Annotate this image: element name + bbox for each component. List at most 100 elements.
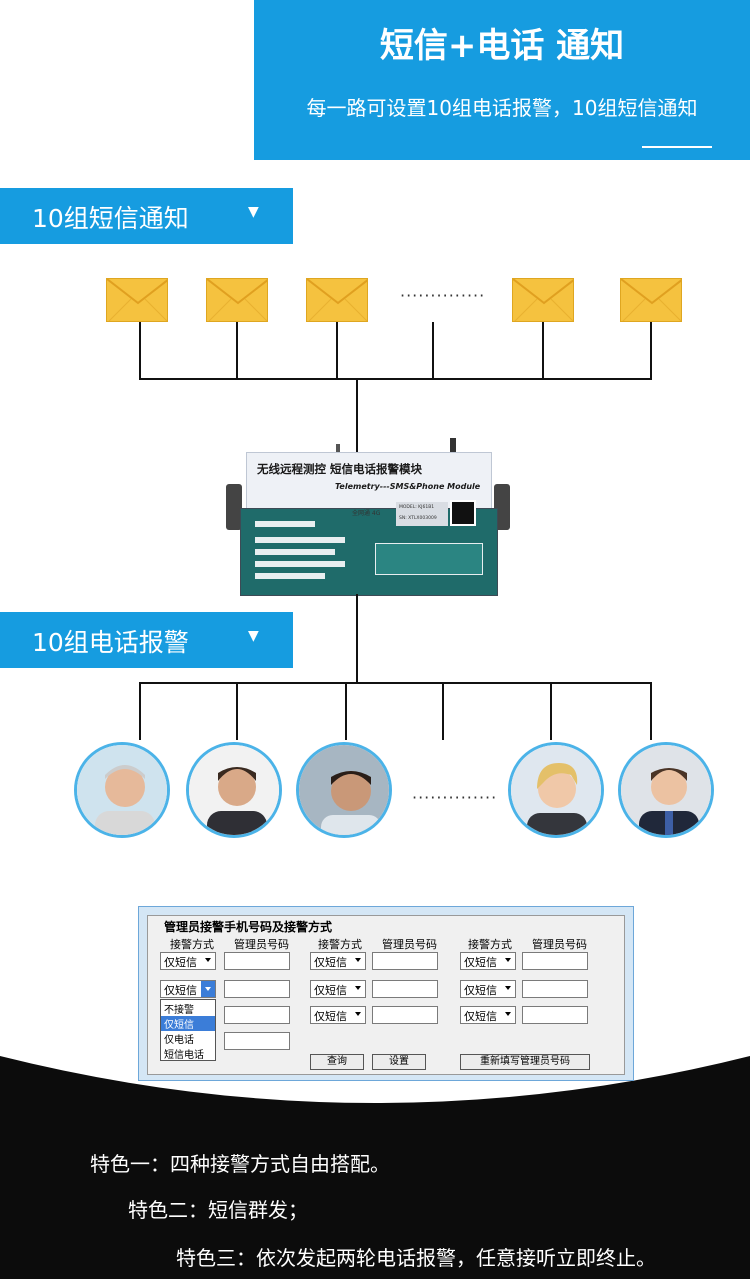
device-label	[255, 549, 335, 555]
footer-background	[0, 1050, 750, 1279]
device-label	[255, 573, 325, 579]
set-button[interactable]: 设置	[372, 1054, 426, 1070]
rewrite-numbers-button[interactable]: 重新填写管理员号码	[460, 1054, 590, 1070]
header-subtitle: 每一路可设置10组电话报警，10组短信通知	[306, 96, 698, 120]
col-number-header: 管理员号码	[382, 938, 437, 951]
device-nameplate: MODEL: KJ61B1 SN: XTLX003009	[396, 502, 448, 526]
dropdown-option[interactable]: 短信电话	[164, 1050, 204, 1061]
dropdown-option[interactable]: 不接警	[164, 1005, 194, 1016]
admin-number-input[interactable]	[224, 1032, 290, 1050]
chevron-down-icon	[355, 958, 361, 962]
alarm-mode-select[interactable]: 仅短信	[460, 952, 516, 970]
connector-line	[139, 682, 141, 740]
admin-number-input[interactable]	[224, 952, 290, 970]
envelope-icon	[106, 278, 168, 322]
device-output-box	[375, 543, 483, 575]
envelope-icon	[620, 278, 682, 322]
device-label	[255, 537, 345, 543]
header-divider	[642, 146, 712, 148]
select-value: 仅短信	[314, 984, 347, 997]
connector-line	[139, 378, 652, 380]
admin-number-input[interactable]	[224, 1006, 290, 1024]
connector-line	[650, 322, 652, 380]
alarm-mode-select[interactable]: 仅短信	[160, 952, 216, 970]
select-value: 仅短信	[464, 984, 497, 997]
triangle-down-icon: ▼	[248, 204, 259, 220]
alarm-mode-select[interactable]: 仅短信	[310, 1006, 366, 1024]
person-on-phone-avatar	[508, 742, 604, 838]
mount-ear-right	[494, 484, 510, 530]
person-on-phone-avatar	[296, 742, 392, 838]
envelope-icon	[306, 278, 368, 322]
chevron-down-icon	[505, 1012, 511, 1016]
select-value: 仅短信	[164, 956, 197, 969]
triangle-down-icon: ▼	[248, 628, 259, 644]
phone-section-label: 10组电话报警 ▼	[0, 612, 293, 668]
chevron-down-icon	[355, 986, 361, 990]
chevron-down-icon	[205, 958, 211, 962]
connector-line	[442, 682, 444, 740]
select-value: 仅短信	[314, 1010, 347, 1023]
device-subtitle: Telemetry---SMS&Phone Module	[335, 482, 481, 491]
connector-line	[356, 378, 358, 452]
query-button[interactable]: 查询	[310, 1054, 364, 1070]
pin	[336, 444, 340, 452]
envelope-icon	[206, 278, 268, 322]
antenna	[450, 438, 456, 452]
admin-number-input[interactable]	[522, 952, 588, 970]
admin-number-input[interactable]	[372, 952, 438, 970]
qr-code-icon	[450, 500, 476, 526]
device-label	[255, 561, 345, 567]
connector-line	[542, 322, 544, 380]
alarm-mode-select[interactable]: 仅短信	[310, 952, 366, 970]
device-title: 无线远程测控 短信电话报警模块	[257, 462, 423, 476]
device-sn: SN: XTLX003009	[399, 516, 437, 521]
connector-line	[650, 682, 652, 740]
admin-number-input[interactable]	[522, 1006, 588, 1024]
person-on-phone-avatar	[618, 742, 714, 838]
connector-line	[336, 322, 338, 380]
select-value: 仅短信	[164, 984, 197, 997]
col-number-header: 管理员号码	[234, 938, 289, 951]
chevron-down-icon	[505, 986, 511, 990]
connector-line	[356, 594, 358, 682]
header-title: 短信+电话 通知	[379, 26, 625, 66]
connector-line	[236, 322, 238, 380]
person-on-phone-avatar	[186, 742, 282, 838]
connector-line	[139, 682, 652, 684]
device-model: MODEL: KJ61B1	[399, 505, 435, 510]
person-on-phone-avatar	[74, 742, 170, 838]
chevron-down-icon	[205, 987, 211, 991]
alarm-mode-select[interactable]: 仅短信	[460, 980, 516, 998]
admin-number-input[interactable]	[522, 980, 588, 998]
dropdown-option-selected[interactable]: 仅短信	[161, 1016, 215, 1031]
chevron-down-icon	[505, 958, 511, 962]
sms-section-text: 10组短信通知	[32, 204, 189, 233]
alarm-mode-select-open[interactable]: 仅短信	[160, 980, 216, 998]
mount-ear-left	[226, 484, 242, 530]
device-label	[255, 521, 315, 527]
connector-line	[345, 682, 347, 740]
admin-number-input[interactable]	[224, 980, 290, 998]
panel-title: 管理员接警手机号码及接警方式	[164, 920, 333, 934]
col-mode-header: 接警方式	[468, 938, 512, 951]
connector-line	[139, 322, 141, 380]
alarm-settings-panel: 管理员接警手机号码及接警方式 接警方式 管理员号码 仅短信 仅短信 不接警 仅短…	[147, 915, 625, 1075]
dropdown-option[interactable]: 仅电话	[164, 1035, 194, 1046]
header-banner: 短信+电话 通知 每一路可设置10组电话报警，10组短信通知	[254, 0, 750, 160]
chevron-down-icon	[355, 1012, 361, 1016]
alarm-mode-select[interactable]: 仅短信	[310, 980, 366, 998]
feature-3: 特色三：依次发起两轮电话报警，任意接听立即终止。	[176, 1246, 656, 1270]
feature-1: 特色一：四种接警方式自由搭配。	[90, 1152, 390, 1176]
feature-2: 特色二：短信群发；	[128, 1198, 308, 1222]
admin-number-input[interactable]	[372, 1006, 438, 1024]
col-mode-header: 接警方式	[170, 938, 214, 951]
sms-ellipsis: ··············	[400, 286, 486, 305]
dropdown-button[interactable]	[201, 981, 215, 997]
alarm-settings-window: 管理员接警手机号码及接警方式 接警方式 管理员号码 仅短信 仅短信 不接警 仅短…	[138, 906, 634, 1081]
col-number-header: 管理员号码	[532, 938, 587, 951]
envelope-icon	[512, 278, 574, 322]
col-mode-header: 接警方式	[318, 938, 362, 951]
alarm-mode-select[interactable]: 仅短信	[460, 1006, 516, 1024]
admin-number-input[interactable]	[372, 980, 438, 998]
